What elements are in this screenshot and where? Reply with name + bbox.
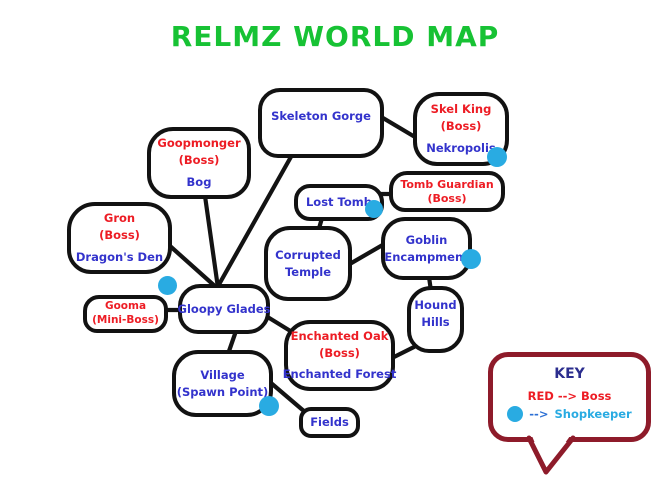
map-node-fields: Fields	[299, 407, 360, 438]
map-node-gloopy-glades: Gloopy Glades	[178, 284, 270, 334]
map-node-corrupted-temple: Corrupted Temple	[264, 226, 352, 301]
shopkeeper-dot-village	[259, 396, 279, 416]
map-node-gooma: Gooma (Mini-Boss)	[83, 295, 168, 333]
edge-corrupted-temple--goblin-encampment	[345, 240, 389, 268]
page-title: RELMZ WORLD MAP	[170, 20, 500, 53]
shopkeeper-dot-icon	[507, 406, 524, 422]
map-node-hound-hills: Hound Hills	[407, 286, 464, 353]
key-speech-bubble-tail	[526, 435, 576, 475]
edge-dragons-den--gloopy-glades	[167, 243, 220, 291]
key-boss-entry: RED --> Boss	[527, 389, 612, 403]
key-shopkeeper-arrow: -->	[529, 407, 549, 421]
key-shopkeeper-label: Shopkeeper	[554, 407, 632, 421]
map-node-goblin-encampment: Goblin Encampment	[381, 217, 472, 280]
map-node-village-spawn-point: Village (Spawn Point)	[172, 350, 273, 417]
shopkeeper-dot-nekropolis	[487, 147, 507, 167]
map-node-tomb-guardian: Tomb Guardian (Boss)	[389, 171, 505, 212]
shopkeeper-dot-lost-tomb	[365, 200, 383, 218]
map-node-gron-dragons-den: Gron (Boss) Dragon's Den	[67, 202, 172, 274]
edge-gloopy-glades--enchanted-forest	[263, 313, 295, 335]
map-node-lost-tomb: Lost Tomb	[294, 184, 384, 221]
shopkeeper-dot-gloopy-glades	[158, 276, 177, 295]
map-key-legend: KEY RED --> Boss --> Shopkeeper	[488, 352, 651, 442]
shopkeeper-dot-goblin-encampment	[461, 249, 481, 269]
edge-village--fields	[268, 380, 308, 415]
map-node-goopmonger-bog: Goopmonger (Boss) Bog	[147, 127, 251, 199]
map-node-enchanted-oak-forest: Enchanted Oak (Boss) Enchanted Forest	[283, 320, 396, 391]
edge-bog--gloopy-glades	[202, 193, 221, 291]
map-node-skeleton-gorge: Skeleton Gorge	[258, 88, 384, 158]
key-shopkeeper-entry: --> Shopkeeper	[507, 406, 632, 422]
edge-skeleton-gorge--gloopy-glades	[214, 152, 295, 291]
key-title: KEY	[554, 366, 585, 382]
